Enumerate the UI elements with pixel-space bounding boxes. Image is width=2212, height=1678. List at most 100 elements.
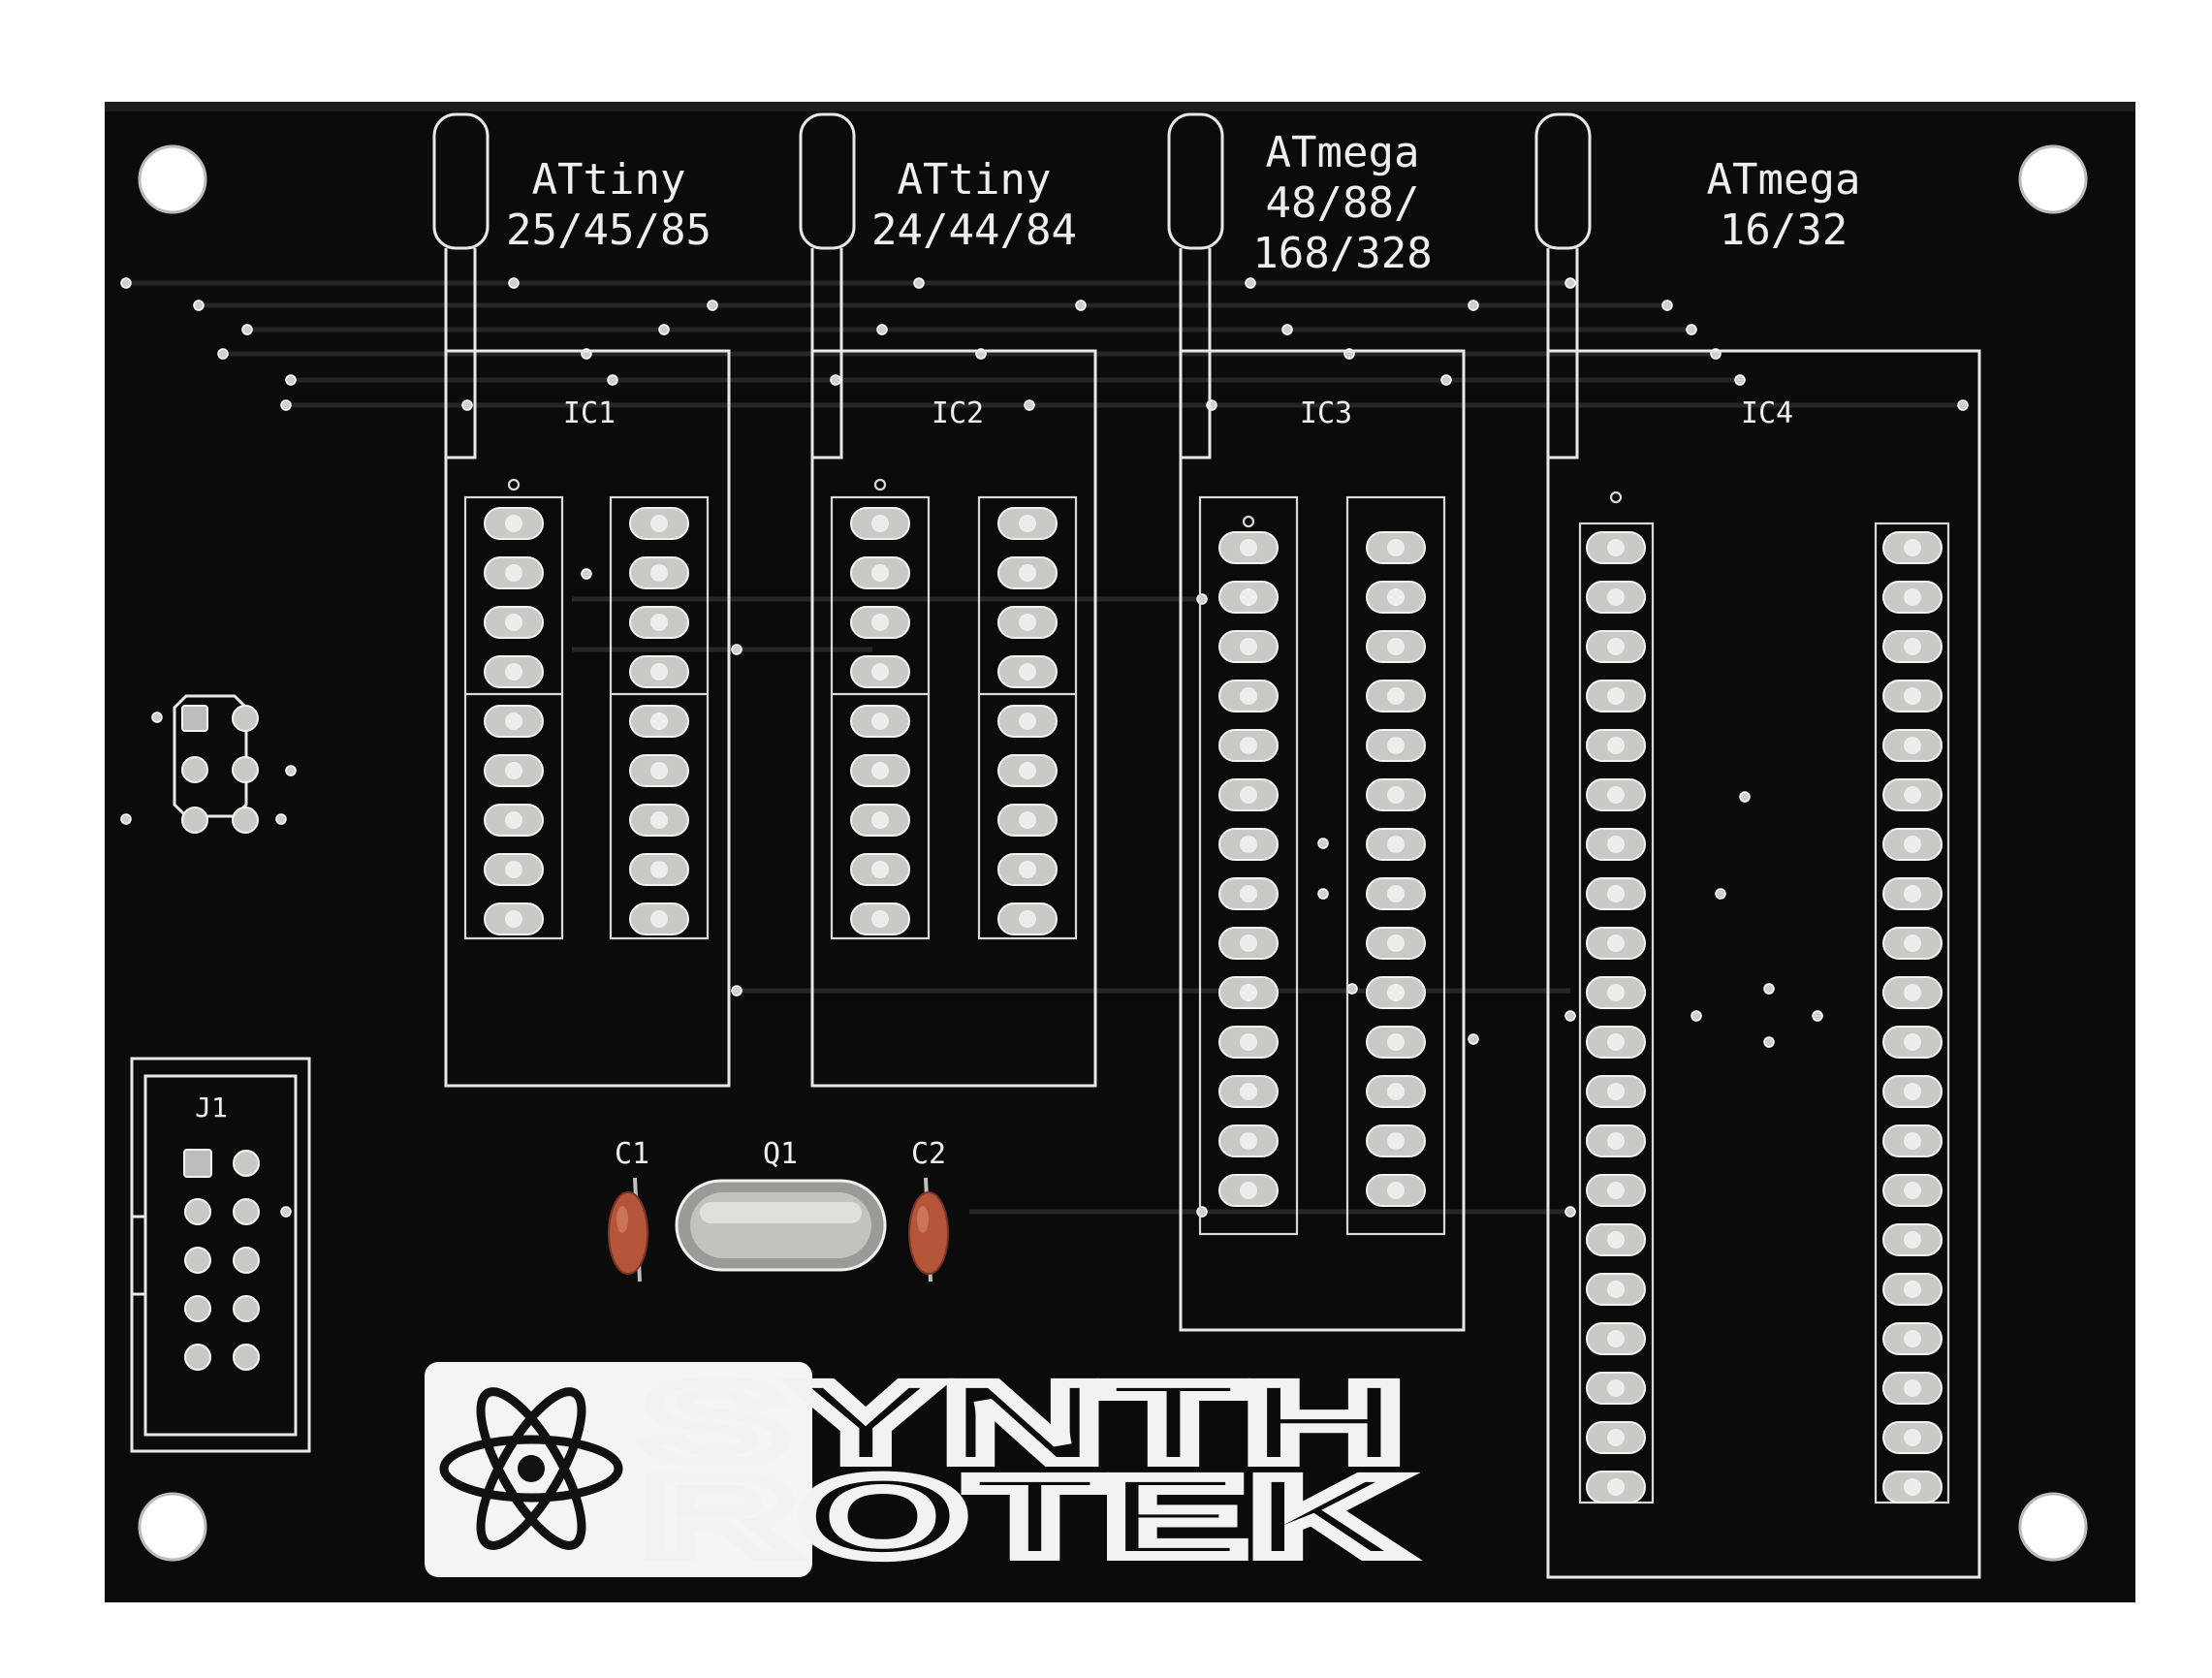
c2-label: C2 xyxy=(911,1137,946,1171)
socket-pad-hole xyxy=(1904,539,1921,556)
socket-pad-hole xyxy=(871,663,889,681)
ic3-title-line1: ATmega xyxy=(1266,128,1420,177)
mounting-hole-icon xyxy=(138,144,2088,1562)
socket-pad-hole xyxy=(1240,934,1257,952)
socket-pad-hole xyxy=(1607,687,1625,705)
socket-pad-hole xyxy=(1240,786,1257,804)
ic2-title-line2: 24/44/84 xyxy=(871,206,1077,255)
socket-pad-hole xyxy=(505,712,522,730)
socket-pad-hole xyxy=(1387,885,1405,902)
socket-pad-hole xyxy=(1904,1182,1921,1199)
socket-pad-hole xyxy=(1607,1281,1625,1298)
copper-traces xyxy=(126,280,1963,1215)
socket-pad-hole xyxy=(1387,984,1405,1001)
socket-pad-hole xyxy=(1387,638,1405,655)
socket-pad-hole xyxy=(871,614,889,631)
socket-pad-hole xyxy=(650,564,668,582)
socket-pad-hole xyxy=(1904,1429,1921,1446)
socket-pad-hole xyxy=(1387,1033,1405,1051)
socket-pad-hole xyxy=(1387,687,1405,705)
socket-pad-hole xyxy=(1019,712,1036,730)
socket-pad-hole xyxy=(505,861,522,878)
socket-pad-hole xyxy=(871,762,889,779)
logo-line1: SYNTH xyxy=(640,1359,1406,1487)
socket-pad-hole xyxy=(650,910,668,928)
socket-pad-hole xyxy=(1240,1132,1257,1150)
socket-pad-hole xyxy=(1387,836,1405,853)
ic1-title-line1: ATtiny xyxy=(532,155,686,205)
socket-pad-hole xyxy=(1240,1083,1257,1100)
socket-pad-hole xyxy=(1607,984,1625,1001)
ic4-title-line2: 16/32 xyxy=(1720,206,1848,255)
socket-pad-hole xyxy=(871,811,889,829)
socket-pad-hole xyxy=(505,910,522,928)
j1-header: J1 xyxy=(130,1057,311,1453)
ic3-ref: IC3 xyxy=(1300,396,1352,430)
socket-pad-hole xyxy=(1607,934,1625,952)
socket-pad-hole xyxy=(1607,836,1625,853)
socket-pad-hole xyxy=(1607,1033,1625,1051)
ic1-title-line2: 25/45/85 xyxy=(506,206,711,255)
socket-pad-hole xyxy=(505,614,522,631)
socket-pad-hole xyxy=(650,712,668,730)
ic4-ref: IC4 xyxy=(1741,396,1793,430)
socket-pad-hole xyxy=(871,861,889,878)
ic2-ref: IC2 xyxy=(932,396,984,430)
socket-pad-hole xyxy=(1019,515,1036,532)
ic3-title-line2: 48/88/ xyxy=(1266,178,1420,228)
socket-pad-hole xyxy=(1607,1083,1625,1100)
socket-pad-hole xyxy=(650,614,668,631)
socket-pad-hole xyxy=(1019,762,1036,779)
socket-pad-hole xyxy=(1904,687,1921,705)
atom-logo-icon xyxy=(439,1387,623,1550)
ic3-title-line3: 168/328 xyxy=(1252,229,1432,278)
socket-pad-hole xyxy=(1607,1478,1625,1496)
crystal-q1 xyxy=(675,1179,887,1272)
socket-pad-hole xyxy=(1904,1033,1921,1051)
socket-pad-hole xyxy=(1607,1231,1625,1249)
socket-pads xyxy=(484,507,1943,1504)
socket-pad-hole xyxy=(1019,861,1036,878)
socket-pad-hole xyxy=(1904,737,1921,754)
socket-pad-hole xyxy=(1387,1083,1405,1100)
socket-pad-hole xyxy=(1607,1379,1625,1397)
socket-pad-hole xyxy=(1904,984,1921,1001)
socket-pad-hole xyxy=(1904,836,1921,853)
socket-pad-hole xyxy=(650,811,668,829)
ic4-title-line1: ATmega xyxy=(1707,155,1861,205)
socket-pad-hole xyxy=(1904,1478,1921,1496)
socket-pad-hole xyxy=(1387,786,1405,804)
socket-pad-hole xyxy=(1904,1379,1921,1397)
socket-pad-hole xyxy=(505,762,522,779)
socket-pad-hole xyxy=(1904,638,1921,655)
socket-pad-hole xyxy=(1607,1429,1625,1446)
socket-pad-hole xyxy=(1607,638,1625,655)
socket-pad-hole xyxy=(1904,1231,1921,1249)
socket-pad-hole xyxy=(1607,885,1625,902)
capacitor-c2 xyxy=(908,1177,949,1282)
socket-pad-hole xyxy=(871,515,889,532)
socket-pad-hole xyxy=(1240,638,1257,655)
socket-pad-hole xyxy=(1240,885,1257,902)
socket-pad-hole xyxy=(1607,786,1625,804)
socket-pad-hole xyxy=(505,811,522,829)
socket-pad-hole xyxy=(1240,539,1257,556)
socket-pad-hole xyxy=(650,663,668,681)
chip-labels: ATtiny 25/45/85 ATtiny 24/44/84 ATmega 4… xyxy=(506,128,1860,278)
socket-pad-hole xyxy=(1607,588,1625,606)
socket-pad-hole xyxy=(1240,1033,1257,1051)
socket-pad-hole xyxy=(1607,737,1625,754)
q1-label: Q1 xyxy=(763,1137,798,1171)
socket-pad-hole xyxy=(1387,934,1405,952)
socket-pad-hole xyxy=(505,663,522,681)
ic1-ref: IC1 xyxy=(563,396,616,430)
socket-pad-hole xyxy=(1019,564,1036,582)
socket-pad-hole xyxy=(1607,539,1625,556)
socket-pad-hole xyxy=(1904,885,1921,902)
socket-pad-hole xyxy=(1904,1281,1921,1298)
socket-pad-hole xyxy=(1019,811,1036,829)
socket-pad-hole xyxy=(650,515,668,532)
c1-label: C1 xyxy=(615,1137,649,1171)
logo-line2: ROTEK xyxy=(640,1453,1406,1581)
